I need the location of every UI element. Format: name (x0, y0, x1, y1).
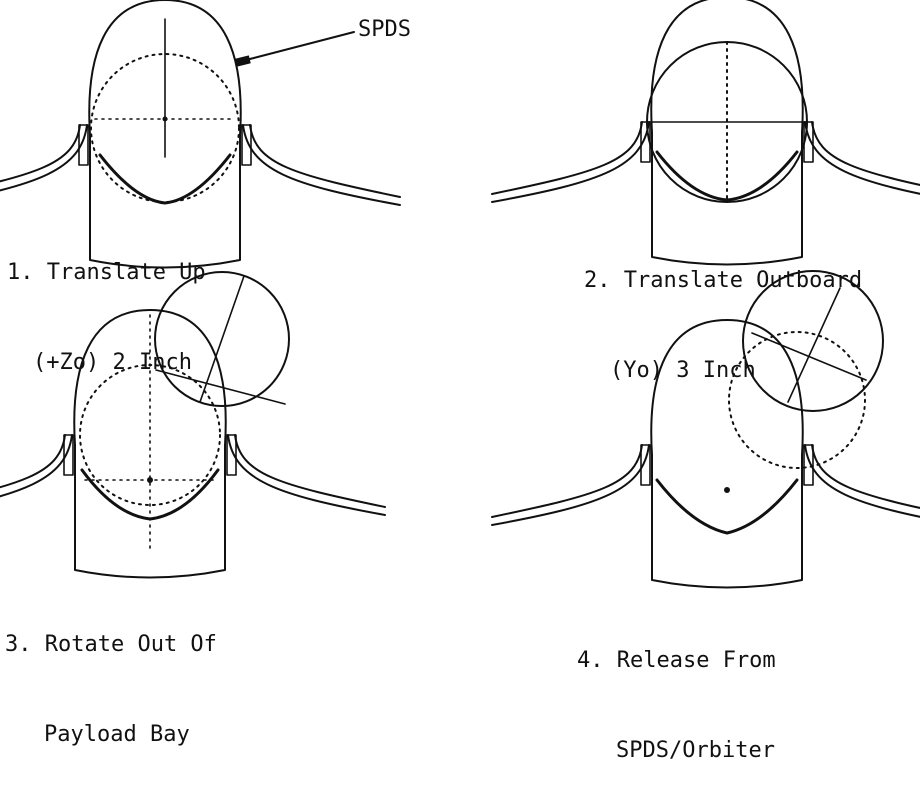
released-satellite (728, 270, 884, 469)
step-1-detail: (+Zo) 2 Inch (33, 350, 192, 375)
step-2-title: 2. Translate Outboard (584, 268, 863, 293)
step-2-label: 2. Translate Outboard (Yo) 3 Inch (584, 206, 862, 416)
satellite-outline (90, 53, 240, 203)
deployment-diagram (0, 0, 920, 589)
step-4-detail: SPDS/Orbiter (616, 738, 775, 763)
step-3-illustration (0, 309, 386, 579)
step-4-title: 4. Release From (577, 648, 776, 673)
step-3-title: 3. Rotate Out Of (5, 632, 217, 657)
satellite-previous-outline (728, 331, 866, 469)
step-2-illustration (491, 0, 920, 266)
spds-label: SPDS (358, 17, 411, 42)
step-1-label: 1. Translate Up (+Zo) 2 Inch (7, 198, 206, 408)
step-4-illustration (491, 319, 920, 589)
step-2-detail: (Yo) 3 Inch (610, 358, 756, 383)
step-1-illustration (0, 0, 401, 269)
step-4-label: 4. Release From SPDS/Orbiter (577, 586, 776, 796)
step-1-title: 1. Translate Up (7, 260, 206, 285)
spds-mechanism (235, 55, 251, 67)
step-3-label: 3. Rotate Out Of Payload Bay (5, 570, 217, 780)
rotated-satellite (154, 271, 290, 407)
satellite-released-outline (742, 270, 884, 412)
spds-leader-line (245, 31, 355, 61)
step-3-detail: Payload Bay (44, 722, 190, 747)
